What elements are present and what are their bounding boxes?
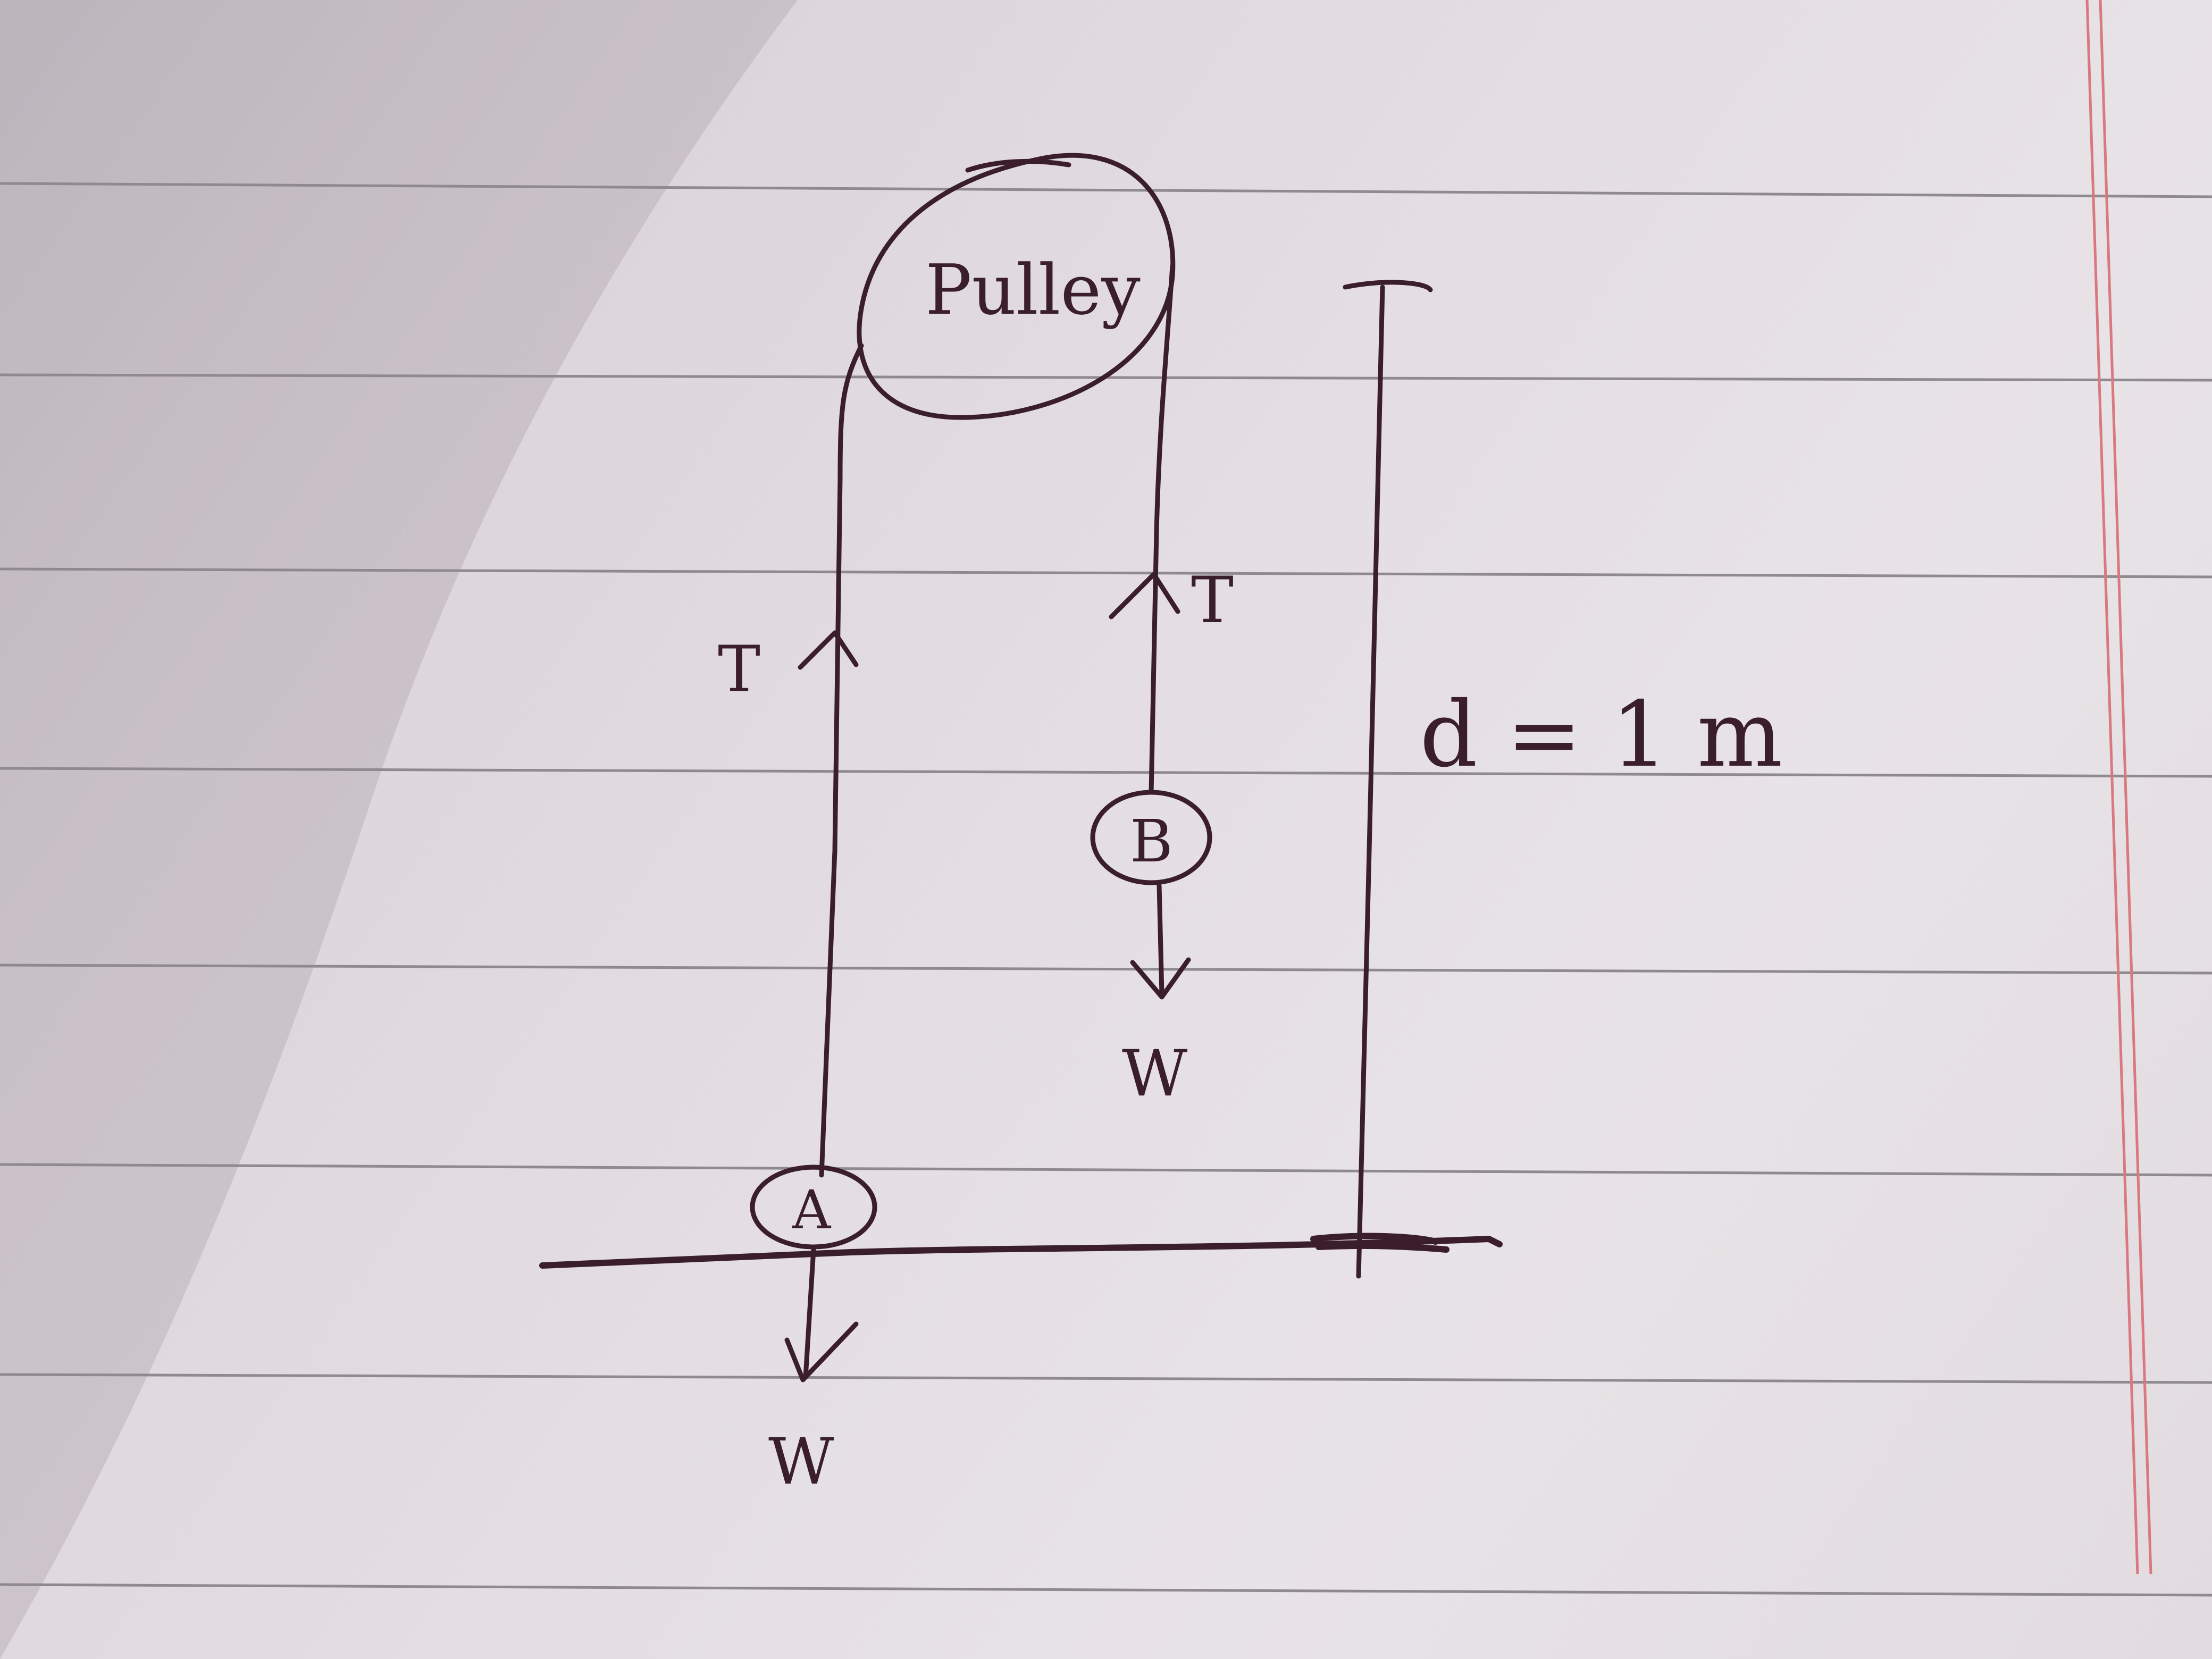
weight-a-label: W [768, 1425, 834, 1499]
tension-left-label: T [718, 633, 760, 707]
distance-top-tick [1343, 280, 1433, 292]
pulley-top-highlight [965, 158, 1071, 173]
margin-lines [2085, 0, 2152, 1574]
ruled-lines [0, 182, 2212, 1597]
left-rope [819, 343, 864, 1178]
tension-right-label: T [1191, 564, 1234, 638]
page-shadow [0, 0, 798, 1659]
tension-right-arrow [1109, 572, 1180, 619]
mass-a-circle [750, 1164, 877, 1250]
weight-a-arrow [784, 1247, 859, 1382]
weight-b-label: W [1122, 1037, 1187, 1111]
mass-b-label: B [1130, 807, 1173, 875]
mass-b-circle [1090, 790, 1212, 885]
distance-label: d = 1 m [1420, 682, 1783, 787]
pulley-label: Pulley [925, 249, 1141, 330]
weight-b-arrow [1130, 883, 1191, 1000]
tension-left-arrow [798, 630, 859, 670]
mass-a-label: A [792, 1179, 832, 1241]
distance-line [1356, 284, 1385, 1279]
ground-line [539, 1236, 1503, 1269]
ground-tick [1310, 1233, 1449, 1253]
right-rope [1149, 263, 1175, 795]
pulley-circle [857, 153, 1176, 420]
